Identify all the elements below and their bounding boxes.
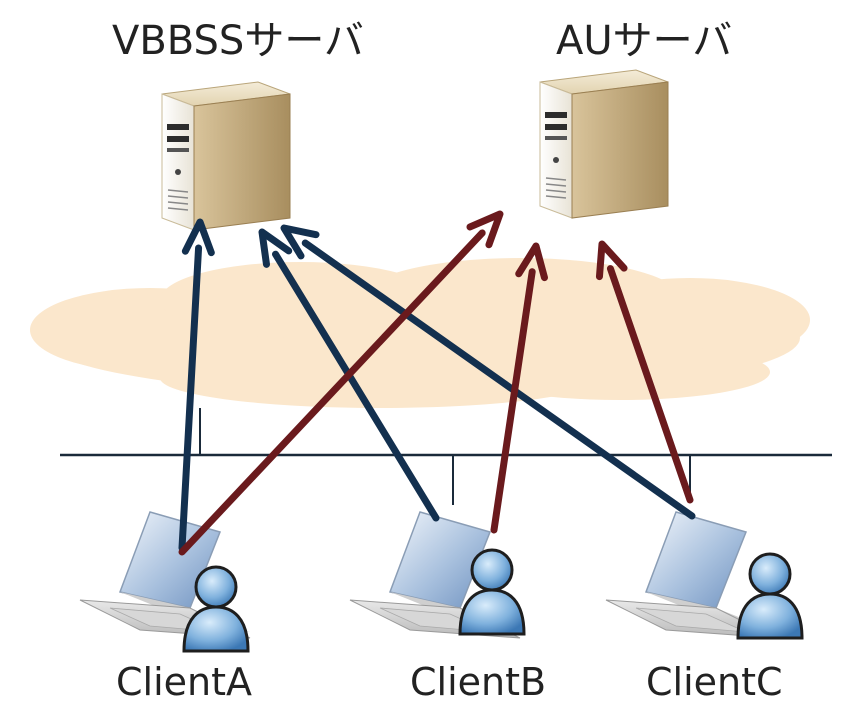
arrow-a-to-vbbss	[178, 244, 203, 552]
network-line	[60, 408, 832, 505]
connection-arrows	[178, 210, 696, 556]
arrow-b-to-au	[490, 268, 536, 534]
arrow-a-to-au	[178, 229, 486, 556]
au-server-icon	[539, 69, 669, 219]
arrow-b-to-vbbss	[272, 250, 440, 522]
arrowhead-c-to-au	[595, 240, 628, 281]
client-a-label: ClientA	[116, 660, 253, 704]
arrow-c-to-vbbss	[301, 239, 696, 520]
vbbss-server-icon	[161, 81, 291, 231]
arrowhead-a-to-au	[466, 210, 504, 249]
arrowhead-b-to-au	[515, 242, 548, 282]
network-cloud	[30, 258, 810, 408]
client-c-user-icon	[736, 552, 804, 640]
client-b-label: ClientB	[410, 660, 547, 704]
arrowhead-c-to-vbbss	[280, 224, 320, 260]
client-a-user-icon	[182, 565, 250, 653]
arrow-c-to-au	[606, 265, 694, 504]
vbbss-server-label: VBBSSサーバ	[112, 18, 364, 64]
client-c-label: ClientC	[646, 660, 783, 704]
arrowhead-a-to-vbbss	[181, 218, 215, 257]
arrowhead-b-to-vbbss	[258, 228, 293, 268]
client-b-user-icon	[458, 548, 526, 636]
au-server-label: AUサーバ	[556, 18, 733, 64]
client-b-laptop-icon	[349, 511, 521, 639]
